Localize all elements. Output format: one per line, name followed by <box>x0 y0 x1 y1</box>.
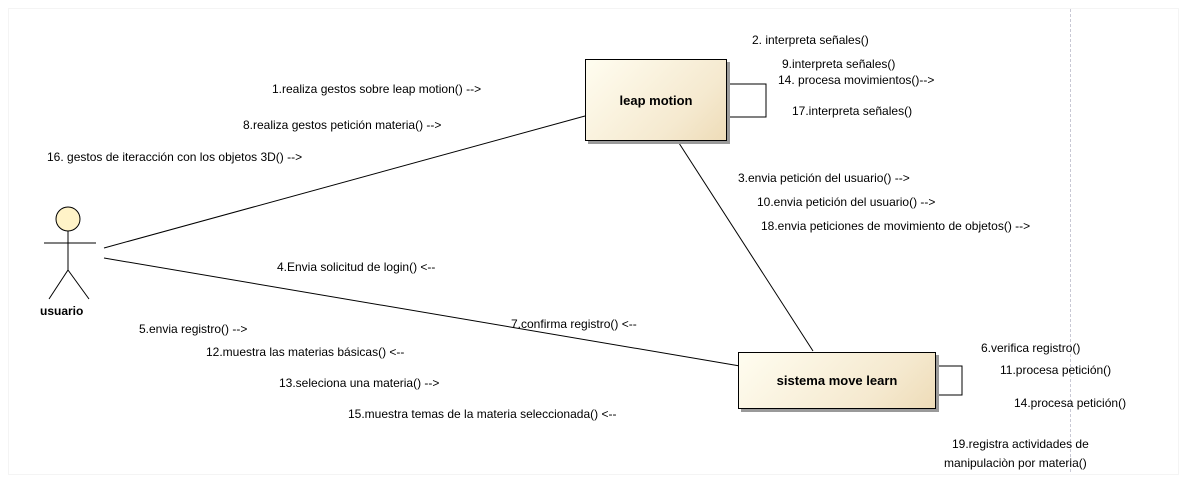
object-sistema-label: sistema move learn <box>776 373 898 388</box>
actor-left-leg <box>48 269 69 300</box>
message-3: 3.envia petición del usuario() --> <box>738 171 910 185</box>
message-5: 5.envia registro() --> <box>139 322 248 336</box>
message-15: 15.muestra temas de la materia seleccion… <box>348 407 617 421</box>
message-11: 11.procesa petición() <box>1000 363 1112 377</box>
self-loop-leap <box>727 83 767 118</box>
message-17: 17.interpreta señales() <box>792 104 913 118</box>
message-2: 2. interpreta señales() <box>752 33 869 47</box>
actor-label: usuario <box>40 304 84 318</box>
message-14a: 14. procesa movimientos()--> <box>778 73 935 87</box>
message-12: 12.muestra las materias básicas() <-- <box>206 345 405 359</box>
actor-right-leg <box>67 269 90 300</box>
message-6: 6.verifica registro() <box>981 341 1081 355</box>
link-leap-sistema <box>676 139 814 352</box>
message-13: 13.seleciona una materia() --> <box>279 376 440 390</box>
message-8: 8.realiza gestos petición materia() --> <box>243 118 442 132</box>
message-1: 1.realiza gestos sobre leap motion() --> <box>272 82 482 96</box>
object-leap-motion-label: leap motion <box>619 92 693 108</box>
message-19-line1: 19.registra actividades de <box>952 437 1089 451</box>
message-7: 7.confirma registro() <-- <box>511 317 637 331</box>
actor-figure[interactable] <box>44 206 96 300</box>
actor-head <box>55 206 81 232</box>
page-boundary-guide <box>1070 9 1071 472</box>
self-loop-sistema <box>936 365 963 396</box>
message-16: 16. gestos de iteracción con los objetos… <box>47 150 303 164</box>
message-14b: 14.procesa petición() <box>1014 396 1127 410</box>
object-leap-motion[interactable]: leap motion <box>585 59 727 141</box>
link-usuario-sistema <box>103 257 741 367</box>
message-18: 18.envia peticiones de movimiento de obj… <box>761 219 1031 233</box>
message-9: 9.interpreta señales() <box>782 57 896 71</box>
link-usuario-leap <box>103 115 586 249</box>
object-sistema-move-learn[interactable]: sistema move learn <box>738 352 936 409</box>
message-10: 10.envia petición del usuario() --> <box>757 195 936 209</box>
message-4: 4.Envia solicitud de login() <-- <box>277 260 436 274</box>
message-19-line2: manipulaciòn por materia() <box>944 456 1087 470</box>
